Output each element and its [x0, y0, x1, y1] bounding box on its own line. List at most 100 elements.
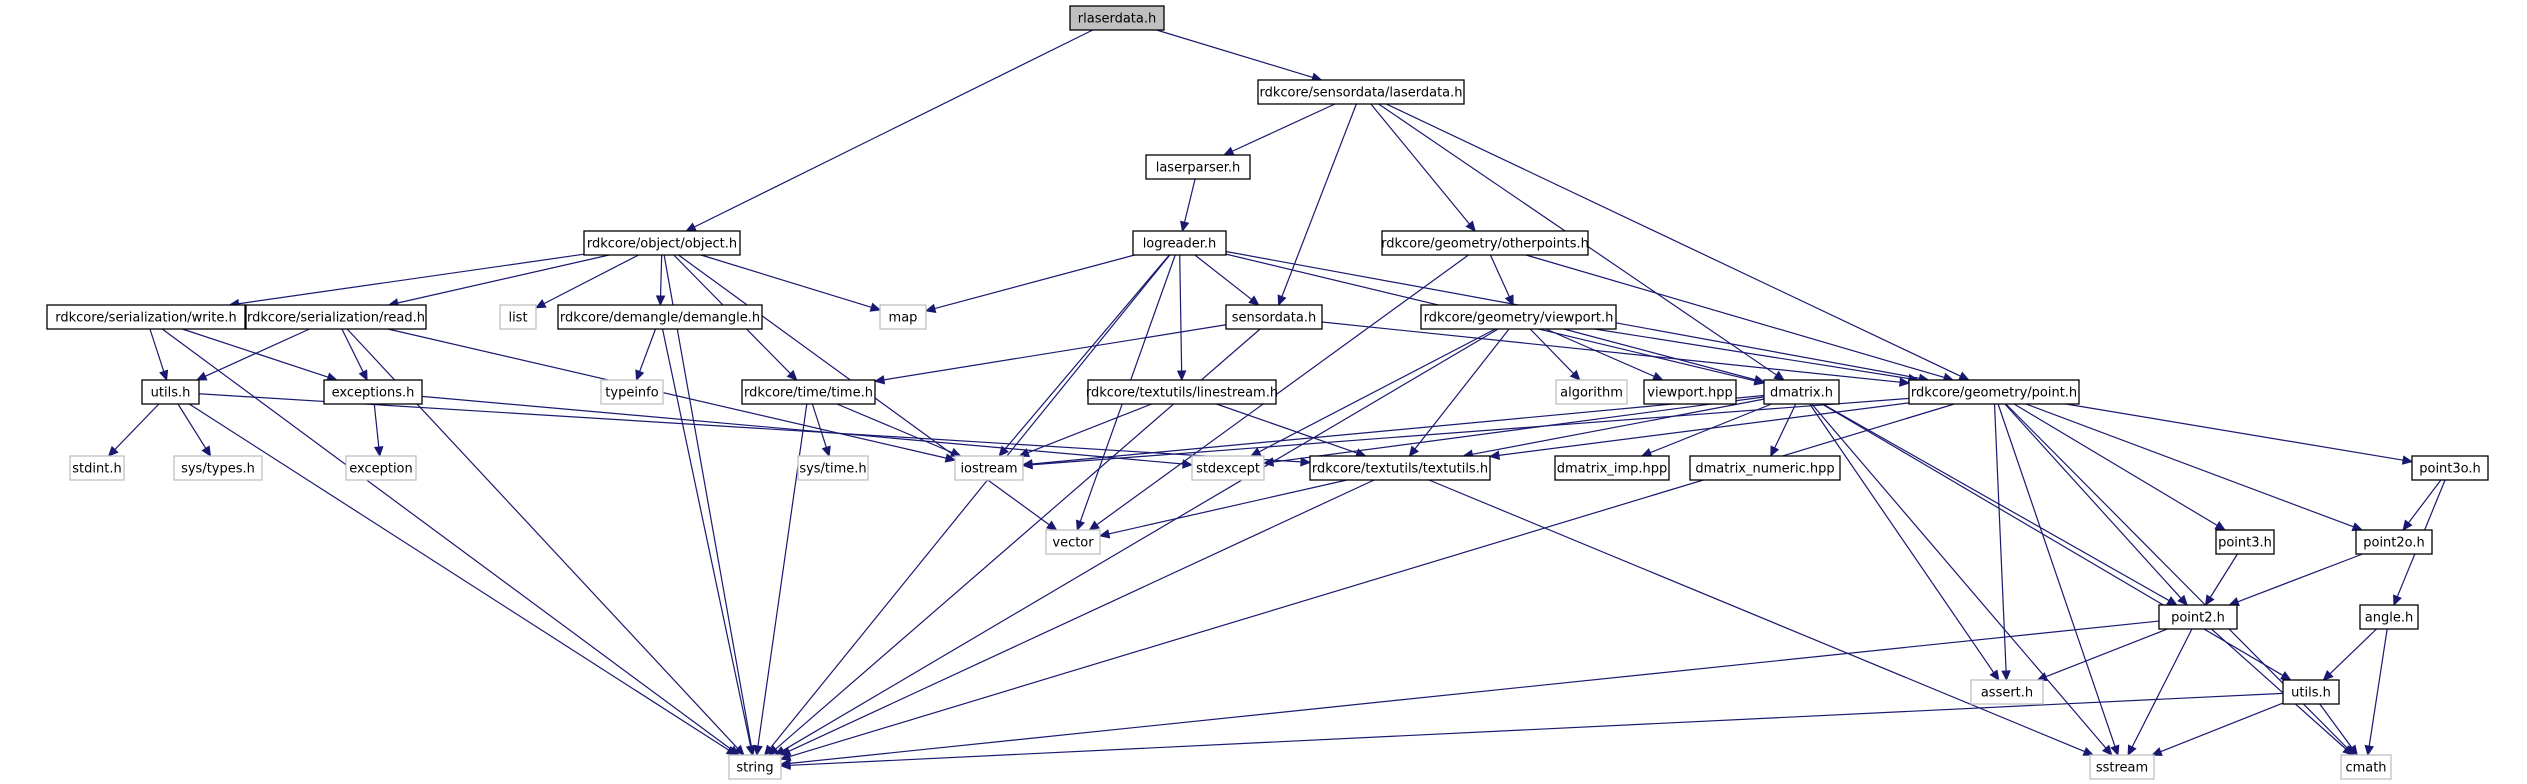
node-box: [69, 455, 125, 481]
arrowhead-icon: [998, 445, 1009, 457]
arrowhead-icon: [1075, 519, 1085, 532]
node-dmatrix[interactable]: dmatrix.h: [1763, 379, 1840, 405]
arrowhead-icon: [753, 744, 763, 757]
edge-line: [1774, 403, 1797, 449]
edge-line: [387, 328, 947, 459]
node-box: [1132, 230, 1227, 256]
node-object[interactable]: rdkcore/object/object.h: [583, 230, 741, 256]
edge-line: [1386, 103, 1961, 377]
node-label: point2o.h: [2363, 536, 2425, 551]
node-systime: sys/time.h: [797, 455, 869, 481]
node-point2o[interactable]: point2o.h: [2355, 529, 2433, 555]
node-point3o[interactable]: point3o.h: [2411, 455, 2489, 481]
edge-line: [2131, 628, 2193, 748]
edge-line: [543, 254, 639, 305]
node-label: utils.h: [151, 386, 191, 401]
edge-otherpoints-to-vector: [1088, 254, 1469, 531]
node-box: [2089, 754, 2155, 780]
node-box: [1191, 455, 1265, 481]
node-box: [2340, 754, 2392, 780]
node-angle[interactable]: angle.h: [2359, 604, 2419, 630]
node-point[interactable]: rdkcore/geometry/point.h: [1908, 379, 2080, 405]
edge-line: [1281, 103, 1357, 297]
node-stdexcept: stdexcept: [1191, 455, 1265, 481]
node-label: rlaserdata.h: [1078, 12, 1156, 27]
edge-time-to-systime: [811, 403, 831, 458]
node-label: exceptions.h: [332, 386, 415, 401]
node-label: point3o.h: [2419, 462, 2481, 477]
node-box: [879, 304, 927, 330]
node-label: logreader.h: [1143, 237, 1217, 252]
arrowhead-icon: [873, 375, 886, 385]
edge-point3-to-point2: [2204, 553, 2238, 607]
node-sensordata[interactable]: sensordata.h: [1225, 304, 1323, 330]
node-label: sensordata.h: [1232, 311, 1317, 326]
edge-line: [1108, 479, 1348, 535]
node-write[interactable]: rdkcore/serialization/write.h: [46, 304, 246, 330]
edge-textutils-to-string: [779, 479, 1375, 756]
arrowhead-icon: [1088, 520, 1101, 531]
edge-utils1-to-stdint: [107, 403, 160, 457]
edge-line: [1321, 321, 1901, 383]
node-otherpoints[interactable]: rdkcore/geometry/otherpoints.h: [1381, 230, 1589, 256]
node-iostream: iostream: [954, 455, 1024, 481]
node-laserdata[interactable]: rdkcore/sensordata/laserdata.h: [1257, 79, 1465, 105]
edge-line: [2209, 553, 2238, 598]
edge-line: [161, 328, 732, 751]
edge-line: [1545, 328, 1655, 377]
edge-line: [782, 328, 1499, 751]
arrowhead-icon: [725, 745, 738, 756]
edge-line: [177, 403, 207, 449]
node-point3[interactable]: point3.h: [2215, 529, 2275, 555]
edge-linestream-to-iostream: [1018, 403, 1152, 457]
node-dmatriximp[interactable]: dmatrix_imp.hpp: [1554, 455, 1670, 481]
node-demangle[interactable]: rdkcore/demangle/demangle.h: [557, 304, 763, 330]
node-laserparser[interactable]: laserparser.h: [1145, 154, 1251, 180]
node-label: dmatrix_imp.hpp: [1557, 462, 1668, 477]
node-box: [1555, 379, 1628, 405]
node-viewporthpp[interactable]: viewport.hpp: [1643, 379, 1737, 405]
arrowhead-icon: [924, 303, 937, 313]
node-label: dmatrix.h: [1770, 386, 1833, 401]
edge-laserdata-to-otherpoints: [1370, 103, 1476, 232]
node-viewport[interactable]: rdkcore/geometry/viewport.h: [1420, 304, 1617, 330]
node-read[interactable]: rdkcore/serialization/read.h: [245, 304, 427, 330]
edge-object-to-read: [387, 254, 610, 308]
node-box: [2359, 604, 2419, 630]
node-box: [1763, 379, 1840, 405]
node-time[interactable]: rdkcore/time/time.h: [741, 379, 876, 405]
edge-line: [149, 328, 165, 372]
arrowhead-icon: [2402, 519, 2413, 531]
arrowhead-icon: [779, 746, 792, 756]
node-exceptions[interactable]: exceptions.h: [323, 379, 423, 405]
edge-line: [1183, 178, 1196, 223]
node-linestream[interactable]: rdkcore/textutils/linestream.h: [1086, 379, 1278, 405]
edge-textutils-to-sstream: [1428, 479, 2095, 756]
edge-line: [204, 328, 310, 377]
edge-line: [2211, 628, 2347, 750]
arrowhead-icon: [1773, 370, 1785, 381]
edge-line: [1428, 479, 2085, 753]
arrowhead-icon: [949, 447, 962, 457]
edge-line: [2408, 479, 2442, 524]
arrowhead-icon: [2101, 744, 2113, 756]
edge-object-to-write: [228, 253, 585, 309]
node-point2[interactable]: point2.h: [2158, 604, 2238, 630]
node-logreader[interactable]: logreader.h: [1132, 230, 1227, 256]
edge-line: [1272, 396, 1765, 463]
node-dmatrixnum[interactable]: dmatrix_numeric.hpp: [1689, 455, 1841, 481]
arrowhead-icon: [1569, 369, 1581, 381]
edge-read-to-exceptions: [341, 328, 368, 382]
arrowhead-icon: [534, 299, 547, 309]
arrowhead-icon: [2151, 747, 2163, 756]
node-textutils[interactable]: rdkcore/textutils/textutils.h: [1309, 455, 1491, 481]
edge-utils1-to-textutils: [198, 393, 1312, 467]
edge-dmatrix-to-assert: [1809, 403, 2000, 682]
edge-exceptions-to-exception: [373, 403, 384, 458]
node-box: [1908, 379, 2080, 405]
arrowhead-icon: [1277, 294, 1287, 307]
node-utils1[interactable]: utils.h: [141, 379, 200, 405]
node-label: point3.h: [2218, 536, 2272, 551]
node-utils2[interactable]: utils.h: [2282, 679, 2340, 705]
arrowhead-icon: [1504, 294, 1514, 307]
